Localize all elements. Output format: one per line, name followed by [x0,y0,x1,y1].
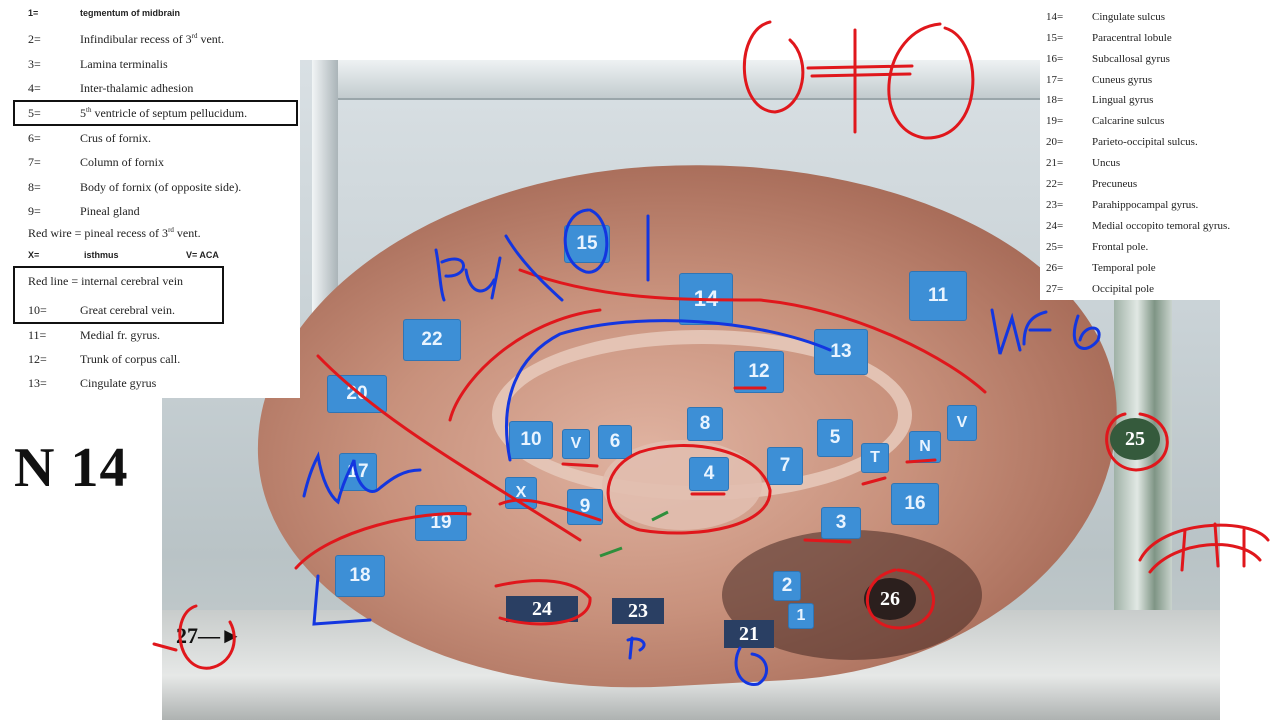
tag-10: 10 [510,422,552,458]
label-23: 23 [612,598,664,624]
legend-right: 14=Cingulate sulcus 15=Paracentral lobul… [1040,0,1280,300]
label-21: 21 [724,620,774,648]
tag-13: 13 [815,330,867,374]
tag-14: 14 [680,274,732,324]
legend-abbreviations: X= isthmus V= ACA [28,250,219,260]
tag-12: 12 [735,352,783,392]
legend-red-line: Red line = internal cerebral vein [28,274,184,288]
label-26: 26 [864,578,916,620]
label-27: 27 [176,623,198,648]
tag-22: 22 [404,320,460,360]
tag-20: 20 [328,376,386,412]
tag-16: 16 [892,484,938,524]
label-25: 25 [1110,418,1160,460]
highlight-box-row-5 [13,100,298,126]
tag-v-aca-1: V [563,430,589,458]
tag-5: 5 [818,420,852,456]
tag-2: 2 [774,572,800,600]
slide-number: N 14 [14,437,129,499]
highlight-box-veins [13,266,224,324]
label-27-arrow: 27—► [176,623,242,649]
tag-19: 19 [416,506,466,540]
tag-18: 18 [336,556,384,596]
tag-3: 3 [822,508,860,538]
tag-x-isthmus: X [506,478,536,508]
arrow-right-icon: —► [198,623,242,648]
tag-n: N [910,432,940,462]
legend-left: 1= tegmentum of midbrain 2= Infindibular… [0,0,300,398]
tag-v-aca-2: V [948,406,976,440]
tag-9: 9 [568,490,602,524]
tag-6: 6 [599,426,631,458]
tag-17: 17 [340,454,376,490]
tag-7: 7 [768,448,802,484]
tag-t: T [862,444,888,472]
tag-15: 15 [565,226,609,262]
label-24: 24 [506,596,578,622]
tag-4: 4 [690,458,728,490]
tag-11: 11 [910,272,966,320]
tag-8: 8 [688,408,722,440]
tag-1: 1 [789,604,813,628]
